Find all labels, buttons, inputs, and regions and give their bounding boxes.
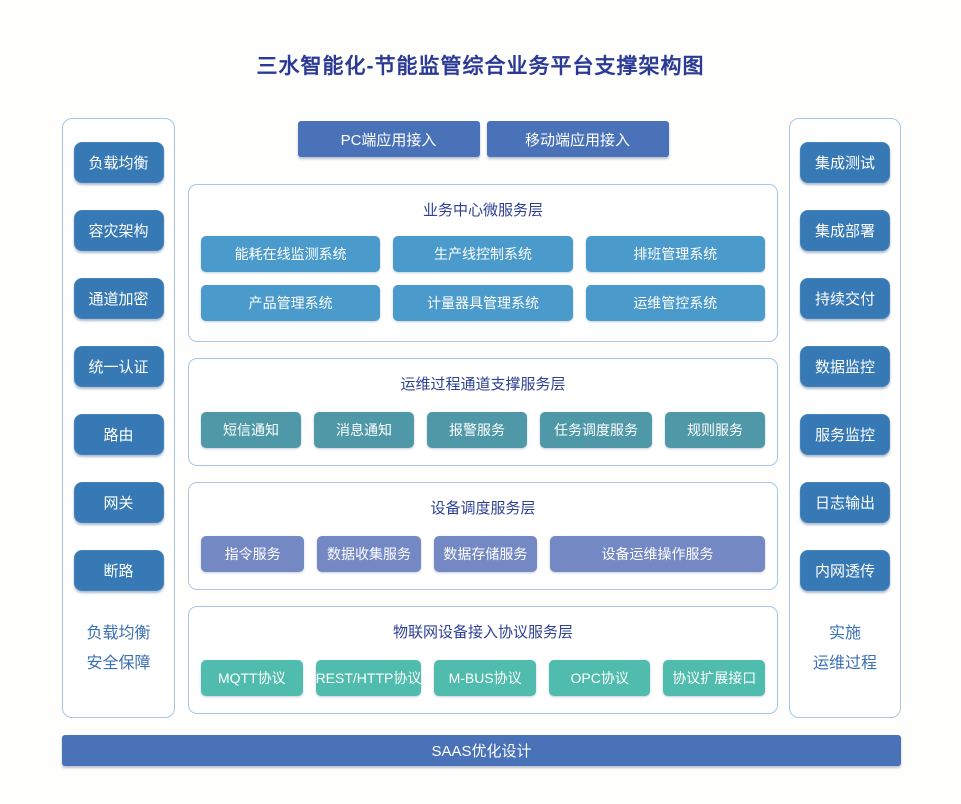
service-box-protocol-extension: 协议扩展接口 bbox=[663, 660, 766, 696]
left-sidebar-item-circuit-break: 断路 bbox=[73, 550, 164, 591]
left-sidebar-item-load-balance: 负载均衡 bbox=[73, 142, 164, 183]
page-title: 三水智能化-节能监管综合业务平台支撑架构图 bbox=[256, 55, 705, 78]
service-box-data-collection: 数据收集服务 bbox=[317, 536, 421, 572]
right-sidebar-caption: 实施 运维过程 bbox=[813, 619, 877, 679]
service-box-rest-http-protocol: REST/HTTP协议 bbox=[315, 660, 422, 696]
service-box-product-management: 产品管理系统 bbox=[201, 285, 381, 321]
service-box-task-scheduling: 任务调度服务 bbox=[540, 412, 652, 448]
left-sidebar-item-gateway: 网关 bbox=[73, 482, 164, 523]
main-column: PC端应用接入 移动端应用接入 业务中心微服务层 能耗在线监测系统 生产线控制系… bbox=[188, 118, 778, 714]
access-row: PC端应用接入 移动端应用接入 bbox=[188, 121, 778, 157]
layer-box-row: 短信通知 消息通知 报警服务 任务调度服务 规则服务 bbox=[201, 412, 765, 448]
layer-title: 运维过程通道支撑服务层 bbox=[400, 376, 566, 393]
service-box-message-notify: 消息通知 bbox=[314, 412, 414, 448]
service-box-energy-monitoring: 能耗在线监测系统 bbox=[201, 236, 381, 272]
service-box-mbus-protocol: M-BUS协议 bbox=[434, 660, 536, 696]
layer-title: 物联网设备接入协议服务层 bbox=[392, 624, 573, 641]
left-sidebar-item-unified-auth: 统一认证 bbox=[73, 346, 164, 387]
saas-optimization-bar: SAAS优化设计 bbox=[62, 735, 901, 766]
service-box-alarm-service: 报警服务 bbox=[427, 412, 527, 448]
layer-box-row: MQTT协议 REST/HTTP协议 M-BUS协议 OPC协议 协议扩展接口 bbox=[201, 660, 766, 696]
service-box-rule-service: 规则服务 bbox=[665, 412, 765, 448]
right-sidebar: 集成测试 集成部署 持续交付 数据监控 服务监控 日志输出 内网透传 实施 运维… bbox=[789, 118, 901, 718]
right-sidebar-item-integration-test: 集成测试 bbox=[800, 142, 890, 183]
layer-box-row: 能耗在线监测系统 生产线控制系统 排班管理系统 bbox=[201, 236, 765, 272]
right-sidebar-item-continuous-delivery: 持续交付 bbox=[800, 278, 890, 319]
service-box-opc-protocol: OPC协议 bbox=[548, 660, 651, 696]
service-box-sms-notify: 短信通知 bbox=[201, 412, 301, 448]
service-box-data-storage: 数据存储服务 bbox=[433, 536, 538, 572]
left-caption-line2: 安全保障 bbox=[86, 655, 151, 672]
right-caption-line2: 运维过程 bbox=[812, 655, 877, 672]
left-sidebar-item-routing: 路由 bbox=[73, 414, 164, 455]
layer-device-dispatch: 设备调度服务层 指令服务 数据收集服务 数据存储服务 设备运维操作服务 bbox=[188, 482, 778, 590]
layer-box-row: 产品管理系统 计量器具管理系统 运维管控系统 bbox=[201, 285, 765, 321]
left-sidebar-caption: 负载均衡 安全保障 bbox=[86, 619, 150, 679]
right-sidebar-item-data-monitoring: 数据监控 bbox=[800, 346, 890, 387]
right-sidebar-item-integration-deploy: 集成部署 bbox=[800, 210, 890, 251]
service-box-ops-control: 运维管控系统 bbox=[585, 285, 765, 321]
left-sidebar: 负载均衡 容灾架构 通道加密 统一认证 路由 网关 断路 负载均衡 安全保障 bbox=[62, 118, 175, 718]
layer-iot-protocol: 物联网设备接入协议服务层 MQTT协议 REST/HTTP协议 M-BUS协议 … bbox=[188, 606, 778, 714]
right-sidebar-item-intranet-passthrough: 内网透传 bbox=[800, 550, 890, 591]
layer-box-row: 指令服务 数据收集服务 数据存储服务 设备运维操作服务 bbox=[201, 536, 765, 572]
right-sidebar-item-service-monitoring: 服务监控 bbox=[800, 414, 890, 455]
mobile-access-box: 移动端应用接入 bbox=[486, 121, 669, 157]
service-box-metering-instrument-management: 计量器具管理系统 bbox=[393, 285, 573, 321]
pc-access-box: PC端应用接入 bbox=[297, 121, 480, 157]
service-box-production-line-control: 生产线控制系统 bbox=[393, 236, 573, 272]
left-caption-line1: 负载均衡 bbox=[86, 625, 151, 642]
layer-ops-channel-support: 运维过程通道支撑服务层 短信通知 消息通知 报警服务 任务调度服务 规则服务 bbox=[188, 358, 778, 466]
service-box-shift-management: 排班管理系统 bbox=[585, 236, 765, 272]
left-sidebar-item-disaster-recovery: 容灾架构 bbox=[73, 210, 164, 251]
left-sidebar-item-channel-encryption: 通道加密 bbox=[73, 278, 164, 319]
service-box-command-service: 指令服务 bbox=[201, 536, 305, 572]
layer-title: 业务中心微服务层 bbox=[422, 202, 543, 219]
service-box-device-ops-operation: 设备运维操作服务 bbox=[550, 536, 765, 572]
layer-business-microservices: 业务中心微服务层 能耗在线监测系统 生产线控制系统 排班管理系统 产品管理系统 … bbox=[188, 184, 778, 342]
service-box-mqtt-protocol: MQTT协议 bbox=[201, 660, 303, 696]
right-caption-line1: 实施 bbox=[828, 625, 861, 642]
right-sidebar-item-log-output: 日志输出 bbox=[800, 482, 890, 523]
layer-title: 设备调度服务层 bbox=[430, 500, 536, 517]
